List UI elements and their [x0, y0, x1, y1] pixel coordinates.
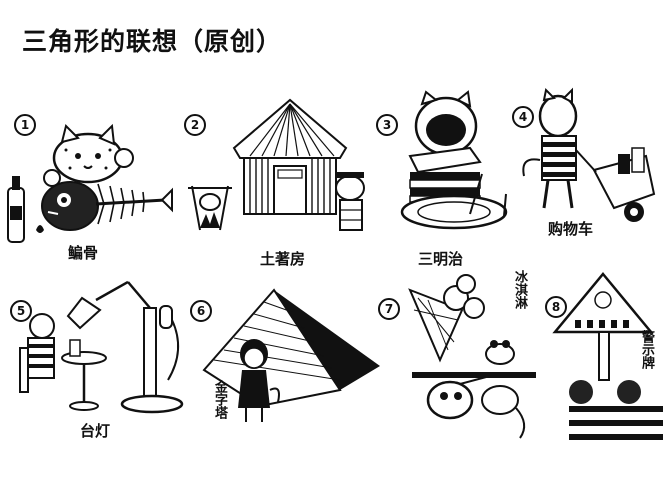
drawing-4: 4 购物车 [510, 87, 667, 270]
drawing-2: 2 土著房 [170, 98, 370, 270]
drawing-5: 5 台灯 [0, 270, 190, 445]
label: 土著房 [260, 250, 306, 268]
page-title: 三角形的联想（原创） [22, 27, 283, 56]
label: 三明治 [418, 250, 464, 268]
number-badge: 5 [10, 300, 32, 322]
label: 台灯 [80, 422, 111, 440]
warning-sign-icon [552, 272, 663, 440]
number-badge: 7 [378, 298, 400, 320]
drawing-7: 7 冰淇淋 [378, 270, 545, 445]
drawing-6: 6 金字塔 [190, 270, 400, 445]
cat-fish-bone-icon [7, 123, 173, 243]
pyramid-icon [202, 288, 380, 422]
sandwich-icon [400, 90, 508, 230]
label: 购物车 [548, 220, 594, 238]
number-badge: 8 [545, 296, 567, 318]
drawing-3: 3 三明治 [370, 90, 510, 270]
label: 冰淇淋 [512, 270, 527, 309]
number-badge: 4 [512, 106, 534, 128]
label: 警示牌 [639, 330, 654, 369]
number-badge: 1 [14, 114, 36, 136]
number-badge: 6 [190, 300, 212, 322]
number-badge: 2 [184, 114, 206, 136]
drawing-1: 1 鳊骨 [0, 100, 173, 270]
drawing-8: 8 警示牌 [545, 270, 667, 445]
ice-cream-icon [408, 274, 536, 439]
hut-icon [188, 98, 365, 231]
number-badge: 3 [376, 114, 398, 136]
lamp-icon [19, 280, 184, 414]
label: 金字塔 [212, 380, 227, 419]
label: 鳊骨 [68, 244, 99, 262]
shopping-cart-icon [522, 87, 656, 222]
